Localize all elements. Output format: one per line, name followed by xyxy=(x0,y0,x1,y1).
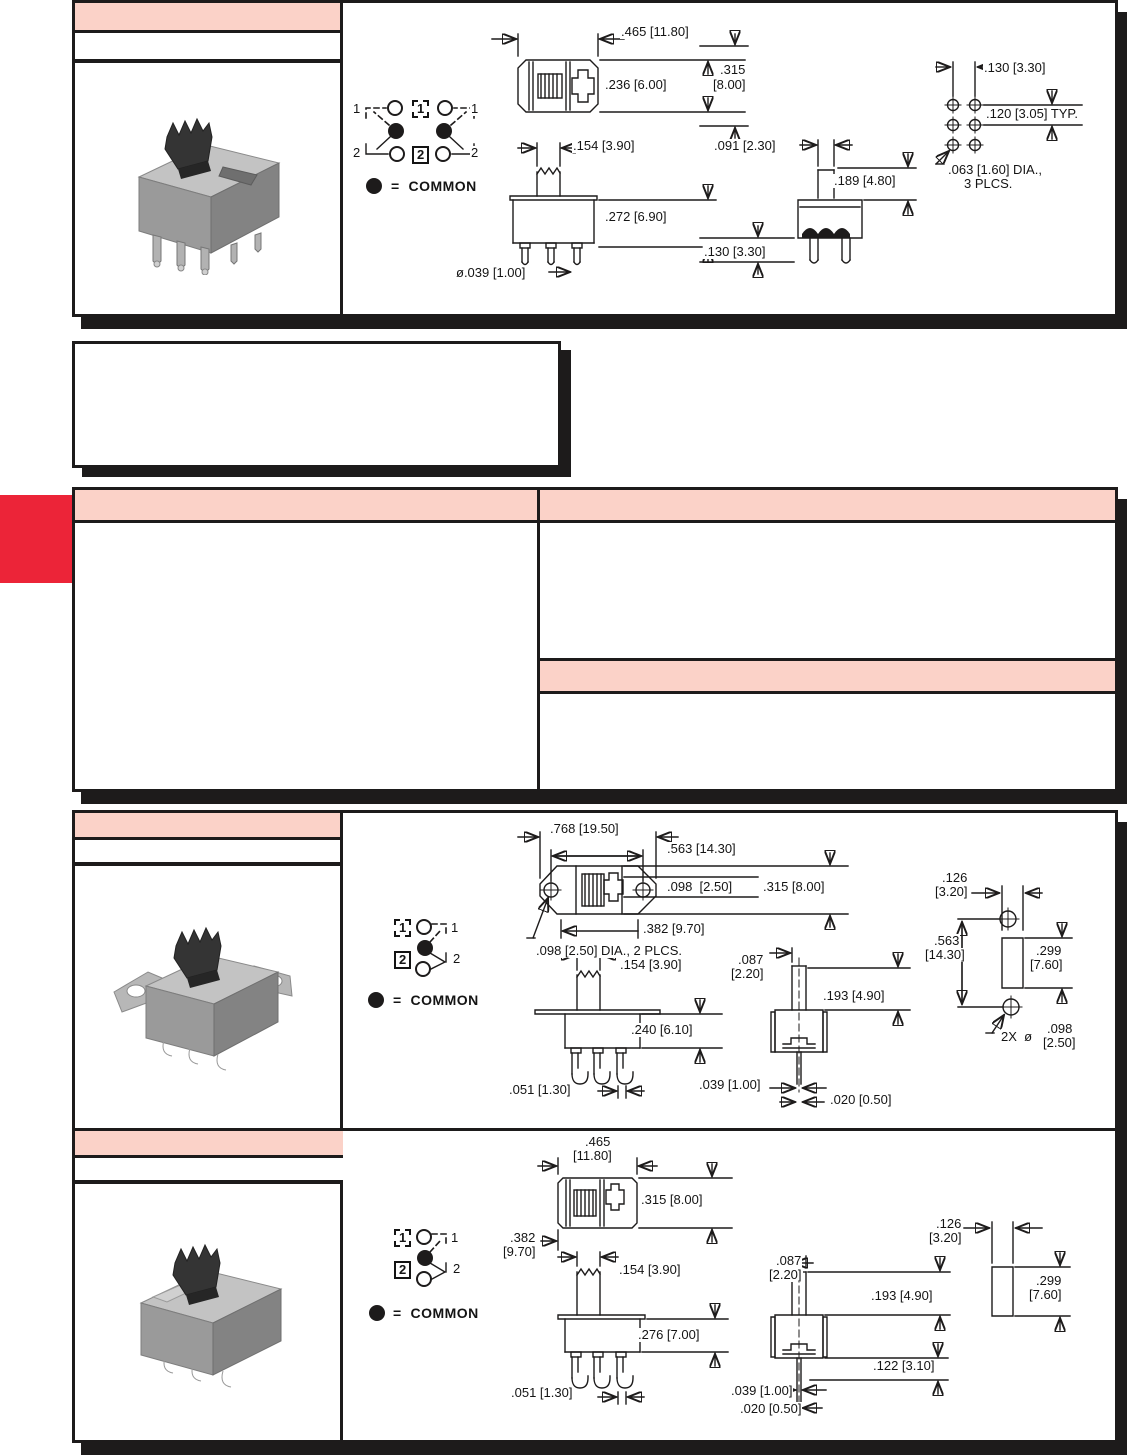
section-bottom-subheader-band xyxy=(75,1158,343,1184)
dim-label: 3 PLCS. xyxy=(963,176,1014,192)
product-photo-dpdt-switch xyxy=(75,66,337,314)
pole-label: 1 xyxy=(412,100,430,119)
dim-label: [7.60] xyxy=(1029,957,1064,973)
dim-label: .236 [6.00] xyxy=(604,77,668,93)
dim-label: .315 xyxy=(719,62,747,78)
dim-label: ø.039 [1.00] xyxy=(455,265,527,281)
dim-label: [2.20] xyxy=(730,966,765,982)
pin-label: 1 xyxy=(352,101,362,117)
dim-label: [2.20] xyxy=(768,1267,803,1283)
dim-label: [2.50] xyxy=(1042,1035,1077,1051)
section-mid-subheader-band xyxy=(75,840,340,866)
spdt-switch-photo-illustration xyxy=(139,1243,282,1388)
dim-label: .120 [3.05] TYP. xyxy=(985,106,1080,122)
section-bottom-left-column xyxy=(75,813,343,1440)
dim-label: .299 xyxy=(1035,1273,1063,1289)
dim-label: .126 xyxy=(935,1216,963,1232)
pin-label: 2 xyxy=(470,145,480,161)
pole-label: 2 xyxy=(394,1261,412,1280)
common-legend: = COMMON xyxy=(390,178,478,195)
dim-label: [14.30] xyxy=(924,947,966,963)
dim-label: .382 [9.70] xyxy=(642,921,706,937)
dim-label: .098 xyxy=(1046,1021,1074,1037)
dim-label: .130 [3.30] xyxy=(983,60,1047,76)
page-edge-red-tab xyxy=(0,495,72,583)
section-bottom-switches xyxy=(72,810,1118,1443)
spec-table-header-band xyxy=(75,490,1115,523)
dim-label: .299 xyxy=(1035,943,1063,959)
section-bottom-left-cell xyxy=(75,1131,343,1440)
dim-label: .465 xyxy=(584,1134,612,1150)
pole-label: 2 xyxy=(412,146,430,165)
spec-table xyxy=(72,487,1118,792)
pole-label: 1 xyxy=(394,1229,412,1248)
pin-label: 1 xyxy=(450,920,460,936)
dim-label: .020 [0.50] xyxy=(829,1092,893,1108)
dim-label: .189 [4.80] xyxy=(833,173,897,189)
dim-label: .130 [3.30] xyxy=(703,244,767,260)
dim-label: .768 [19.50] xyxy=(549,821,620,837)
pole-label: 1 xyxy=(394,919,412,938)
dim-label: .091 [2.30] xyxy=(713,138,777,154)
dim-label: .154 [3.90] xyxy=(572,138,636,154)
section-top-header-band xyxy=(75,3,340,33)
dim-label: .087 xyxy=(737,952,765,968)
dim-label: .020 [0.50] xyxy=(739,1401,803,1417)
section-top-left-column xyxy=(75,3,343,314)
dim-label: [9.70] xyxy=(502,1244,537,1260)
dim-label: .051 [1.30] xyxy=(510,1385,574,1401)
common-legend: = COMMON xyxy=(392,992,480,1009)
spec-table-right-subheader-band xyxy=(540,658,1115,694)
dim-label: [7.60] xyxy=(1028,1287,1063,1303)
pole-label: 2 xyxy=(394,951,412,970)
dim-label: .382 xyxy=(509,1230,537,1246)
flange-switch-photo-illustration xyxy=(113,926,293,1071)
dim-label: .039 [1.00] xyxy=(698,1077,762,1093)
dim-label: 2X ø xyxy=(1000,1029,1034,1045)
dim-label: .193 [4.90] xyxy=(870,1288,934,1304)
pin-label: 1 xyxy=(470,101,480,117)
dim-label: .154 [3.90] xyxy=(618,1262,682,1278)
pin-label: 2 xyxy=(352,145,362,161)
dim-label: .154 [3.90] xyxy=(619,957,683,973)
dim-label: .098 [2.50] xyxy=(666,879,734,895)
dim-label: .126 xyxy=(941,870,969,886)
dim-label: [3.20] xyxy=(928,1230,963,1246)
dim-label: .465 [11.80] xyxy=(620,24,690,40)
dim-label: .193 [4.90] xyxy=(822,988,886,1004)
product-photo-spdt-switch xyxy=(75,1187,340,1437)
dim-label: .039 [1.00] xyxy=(730,1383,794,1399)
dim-label: [8.00] xyxy=(712,77,747,93)
dpdt-switch-photo-illustration xyxy=(137,117,281,275)
dim-label: .051 [1.30] xyxy=(508,1082,572,1098)
section-mid-header-band xyxy=(75,813,340,840)
dim-label: .315 [8.00] xyxy=(762,879,826,895)
dim-label: .276 [7.00] xyxy=(637,1327,701,1343)
spec-table-divider xyxy=(537,490,540,789)
dim-label: .563 xyxy=(933,933,961,949)
dim-label: [3.20] xyxy=(934,884,969,900)
dim-label: .240 [6.10] xyxy=(630,1022,694,1038)
dim-label: .272 [6.90] xyxy=(604,209,668,225)
section-bottom-header-band xyxy=(75,1131,343,1158)
pin-label: 2 xyxy=(452,951,462,967)
note-box xyxy=(72,341,561,468)
dim-label: .563 [14.30] xyxy=(666,841,737,857)
dim-label: [11.80] xyxy=(572,1148,613,1164)
pin-label: 2 xyxy=(452,1261,462,1277)
product-photo-flange-switch xyxy=(75,869,337,1125)
pin-label: 1 xyxy=(450,1230,460,1246)
dim-label: .122 [3.10] xyxy=(872,1358,936,1374)
section-top-subheader-band xyxy=(75,33,340,63)
section-divider xyxy=(75,1128,1115,1131)
common-legend: = COMMON xyxy=(392,1305,480,1322)
dim-label: .063 [1.60] DIA., xyxy=(947,162,1043,178)
dim-label: .315 [8.00] xyxy=(640,1192,704,1208)
